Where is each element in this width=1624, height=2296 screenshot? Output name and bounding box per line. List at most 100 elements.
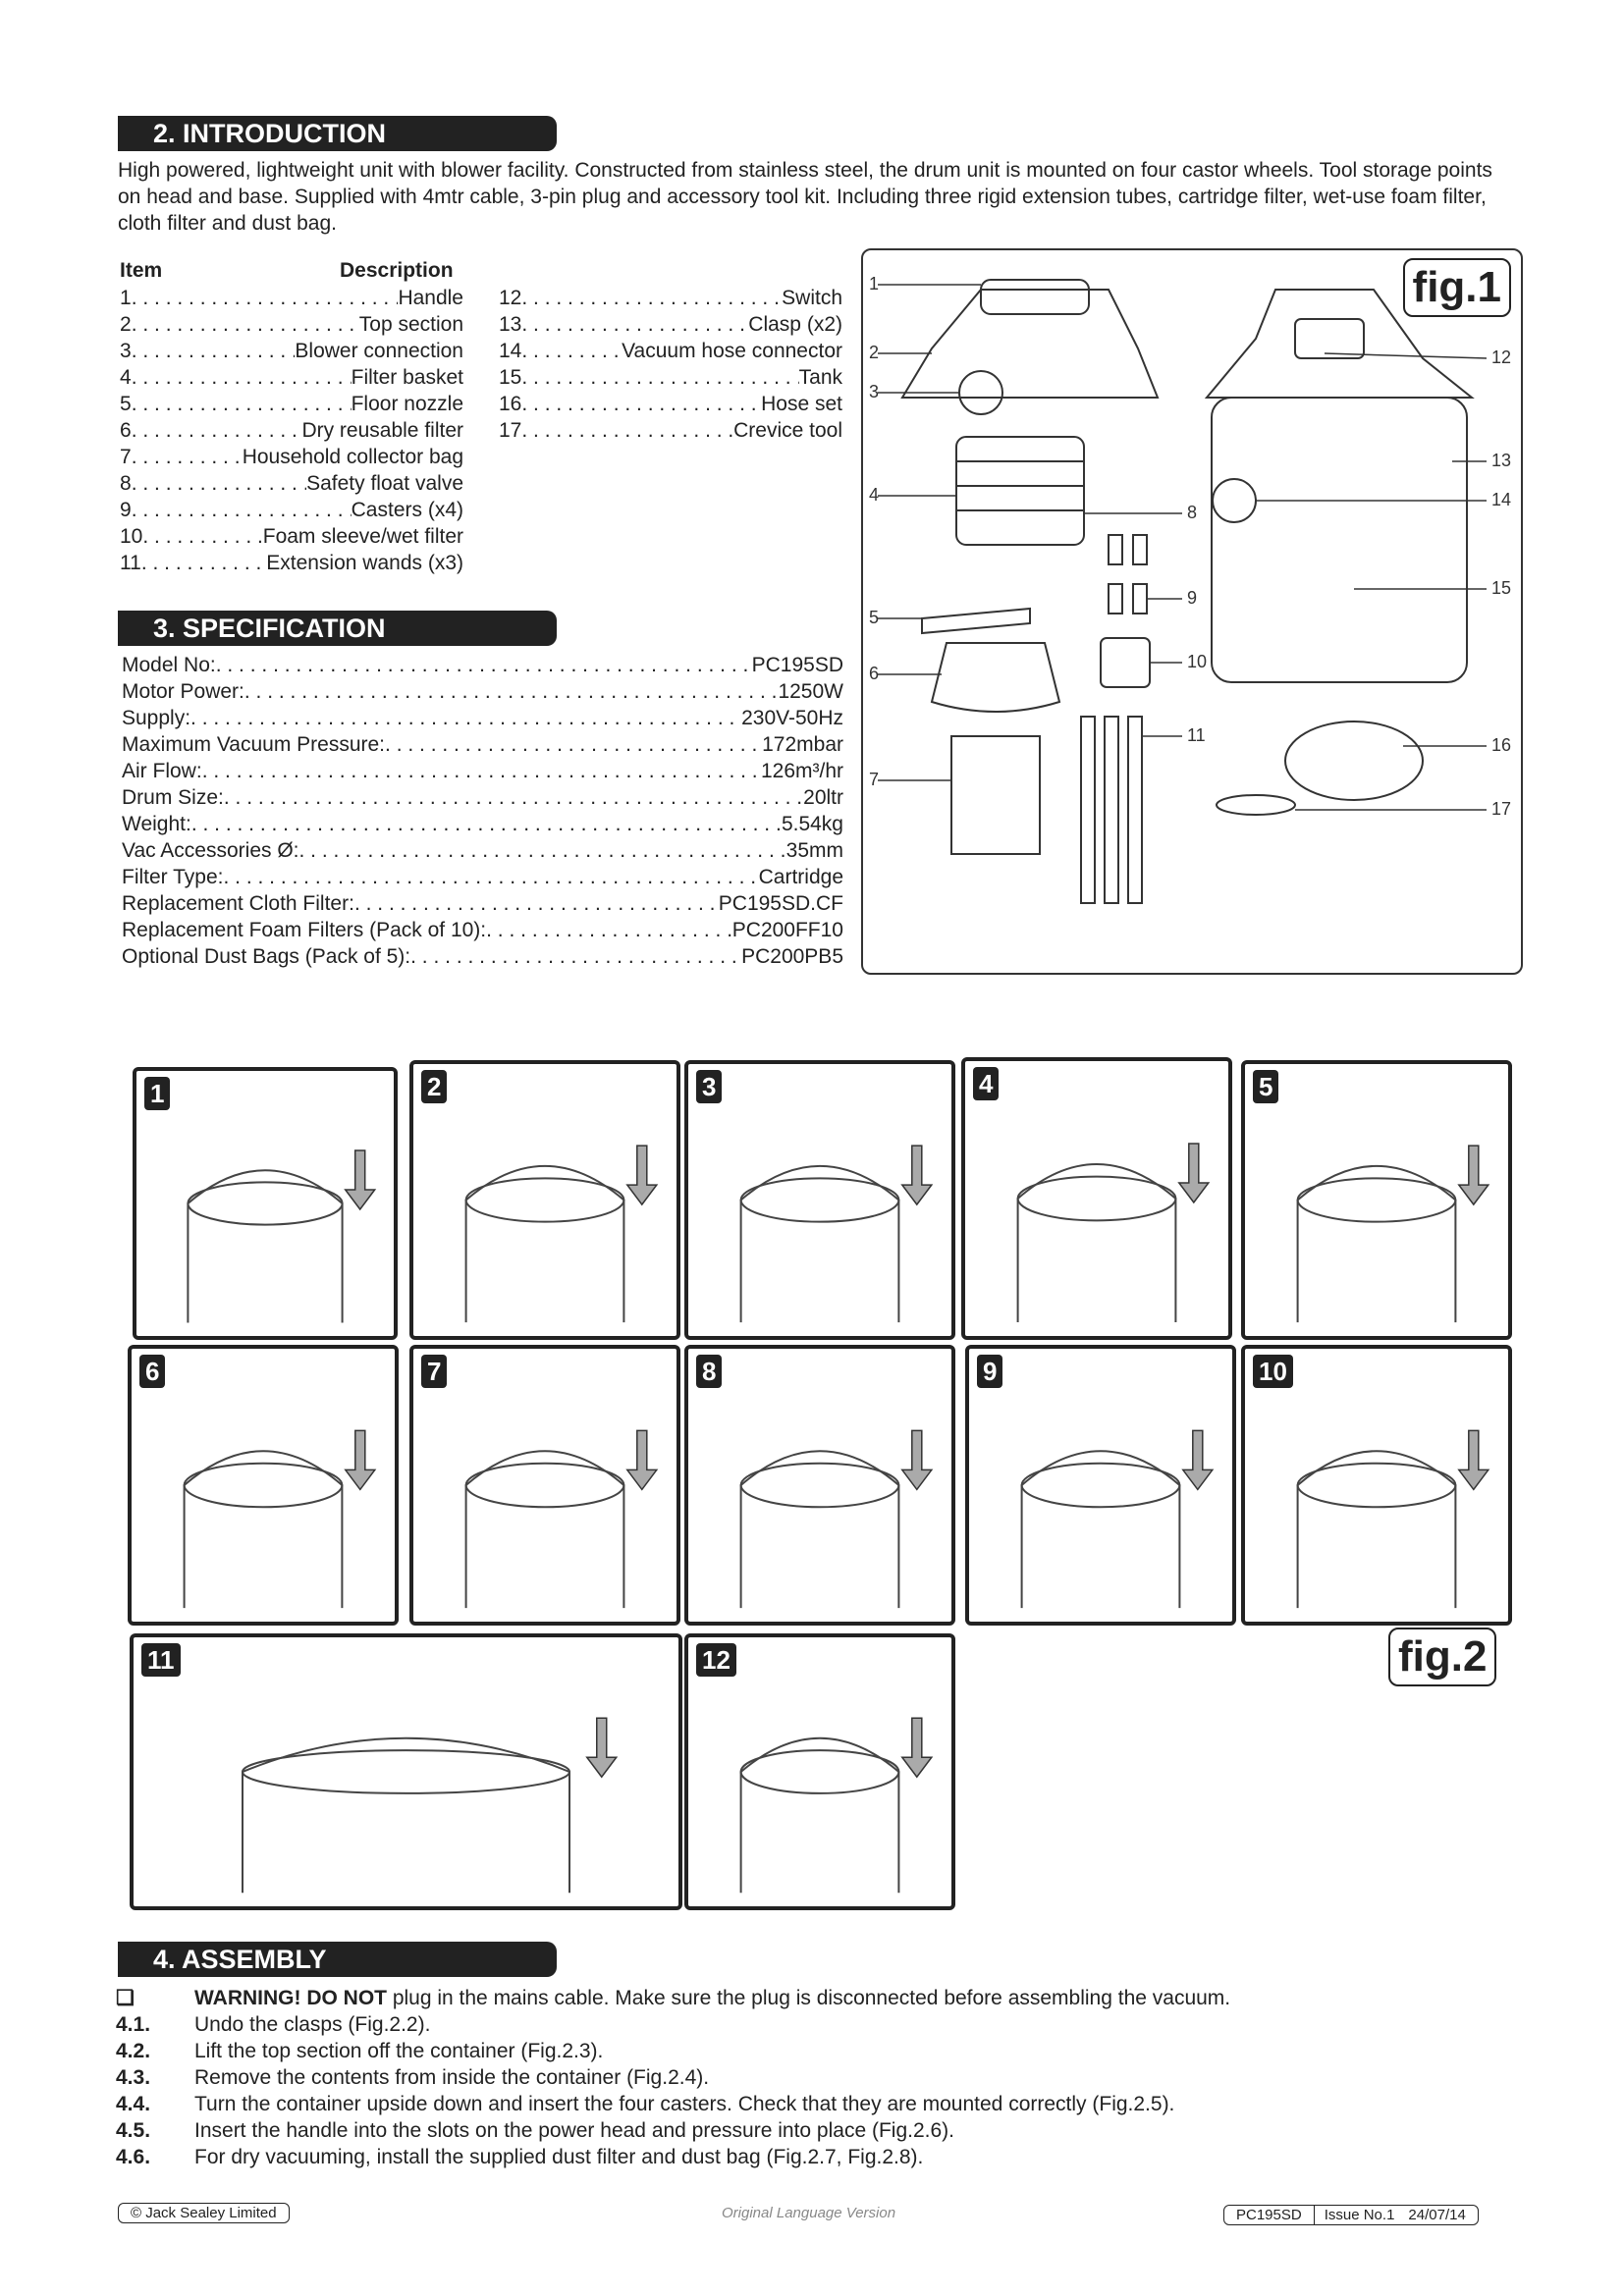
handle-shape: [980, 279, 1090, 315]
spec-row: Vac Accessories Ø:35mm: [122, 837, 843, 864]
item-row: 7Household collector bag: [120, 444, 463, 470]
step-number: 4.4.: [116, 2093, 151, 2115]
item-row: 3Blower connection: [120, 338, 463, 364]
item-description: Vacuum hose connector: [622, 340, 842, 362]
leader-dots: [354, 890, 719, 917]
leader-dots: [521, 391, 761, 417]
item-description: Filter basket: [351, 366, 463, 389]
item-number: 10: [120, 525, 143, 548]
panel-number: 9: [977, 1355, 1003, 1388]
spec-row: Filter Type: Cartridge: [122, 864, 843, 890]
floor-nozzle-shape: [921, 607, 1031, 635]
item-row: 10 Foam sleeve/wet filter: [120, 523, 463, 550]
leader-dots: [132, 338, 296, 364]
item-description: Household collector bag: [242, 446, 463, 468]
item-description: Floor nozzle: [351, 393, 463, 415]
arrow-icon: [625, 1145, 659, 1206]
step-number: 4.3.: [116, 2066, 151, 2089]
fig1-callout-15: 15: [1491, 578, 1512, 598]
fig1-label: fig.1: [1402, 258, 1511, 317]
assembly-step: 4.2.Lift the top section off the contain…: [116, 2038, 1490, 2064]
hose-shape: [1284, 721, 1424, 801]
spec-value: Cartridge: [758, 866, 843, 888]
footer-issue: Issue No.1: [1324, 2207, 1395, 2223]
spec-label: Supply:: [122, 707, 191, 729]
fig1-callout-13: 13: [1491, 451, 1512, 470]
tank-shape: [1211, 397, 1468, 683]
spec-label: Drum Size:: [122, 786, 224, 809]
assembly-step: 4.1.Undo the clasps (Fig.2.2).: [116, 2011, 1490, 2038]
item-row: 15 Tank: [499, 364, 842, 391]
spec-row: Weight:5.54kg: [122, 811, 843, 837]
fig1-callout-1: 1: [869, 274, 880, 294]
assembly-heading: 4. ASSEMBLY: [118, 1942, 557, 1977]
fig1-callout-3: 3: [869, 382, 880, 401]
leader-dots: [202, 758, 761, 784]
fig1-callout-17: 17: [1491, 799, 1512, 819]
arrow-icon: [1457, 1429, 1490, 1491]
item-description: Handle: [398, 287, 463, 309]
item-row: 1 Handle: [120, 285, 463, 311]
arrow-icon: [900, 1145, 934, 1206]
warning-bold: WARNING! DO NOT: [194, 1987, 387, 2009]
fig2-panel: 5: [1241, 1060, 1512, 1340]
checkbox-icon: ❏: [116, 1987, 135, 2009]
fig1-callout-12: 12: [1491, 347, 1512, 367]
panel-number: 4: [973, 1067, 1000, 1100]
footer-copyright: © Jack Sealey Limited: [118, 2203, 290, 2223]
item-row: 5Floor nozzle: [120, 391, 463, 417]
step-number: 4.1.: [116, 2013, 151, 2036]
step-text: Turn the container upside down and inser…: [194, 2093, 1175, 2115]
fig2-panel: 7: [409, 1345, 680, 1626]
spec-value: 1250W: [778, 680, 843, 703]
panel-illustration: [739, 1429, 934, 1609]
arrow-icon: [900, 1429, 934, 1491]
leader-dots: [486, 917, 732, 943]
assembly-step: 4.4. Turn the container upside down and i…: [116, 2091, 1490, 2117]
fig1-callout-2: 2: [869, 343, 880, 362]
item-number: 1: [120, 287, 132, 309]
arrow-icon: [344, 1149, 377, 1211]
item-description: Tank: [798, 366, 842, 389]
panel-illustration: [183, 1429, 377, 1609]
hose-connector-shape: [1212, 478, 1257, 523]
arrow-icon: [1181, 1429, 1215, 1491]
panel-illustration: [1296, 1145, 1490, 1323]
intro-heading: 2. INTRODUCTION: [118, 116, 557, 151]
assembly-step: 4.6.For dry vacuuming, install the suppl…: [116, 2144, 1490, 2170]
step-text: Lift the top section off the container (…: [194, 2040, 604, 2062]
panel-number: 5: [1253, 1070, 1279, 1103]
items-list-left: 1Handle2Top section3Blower connection4Fi…: [120, 285, 463, 576]
item-number: 15: [499, 366, 522, 389]
panel-number: 6: [139, 1355, 166, 1388]
spec-heading: 3. SPECIFICATION: [118, 611, 557, 646]
item-number: 14: [499, 340, 522, 362]
collector-bag-shape: [950, 735, 1041, 855]
item-description: Clasp (x2): [748, 313, 842, 336]
top-section-shape: [900, 289, 1160, 399]
panel-number: 2: [421, 1070, 448, 1103]
item-description: Safety float valve: [306, 472, 463, 495]
spec-label: Filter Type:: [122, 866, 224, 888]
item-number: 6: [120, 419, 132, 442]
leader-dots: [410, 943, 741, 970]
step-text: Insert the handle into the slots on the …: [194, 2119, 954, 2142]
step-number: 4.5.: [116, 2119, 151, 2142]
item-row: 2Top section: [120, 311, 463, 338]
item-number: 8: [120, 472, 132, 495]
item-description: Foam sleeve/wet filter: [262, 525, 463, 548]
leader-dots: [142, 523, 262, 550]
leader-dots: [521, 311, 748, 338]
warning-text: plug in the mains cable. Make sure the p…: [386, 1987, 1231, 2009]
fig2-panel: 12: [684, 1633, 955, 1910]
arrow-icon: [1177, 1143, 1211, 1204]
intro-text: High powered, lightweight unit with blow…: [118, 159, 1492, 235]
item-number: 11: [120, 552, 141, 574]
spec-label: Replacement Foam Filters (Pack of 10):: [122, 919, 487, 941]
item-row: 17Crevice tool: [499, 417, 842, 444]
step-number: 4.6.: [116, 2146, 151, 2168]
leader-dots: [132, 285, 399, 311]
item-number: 12: [499, 287, 522, 309]
spec-label: Model No:: [122, 654, 216, 676]
